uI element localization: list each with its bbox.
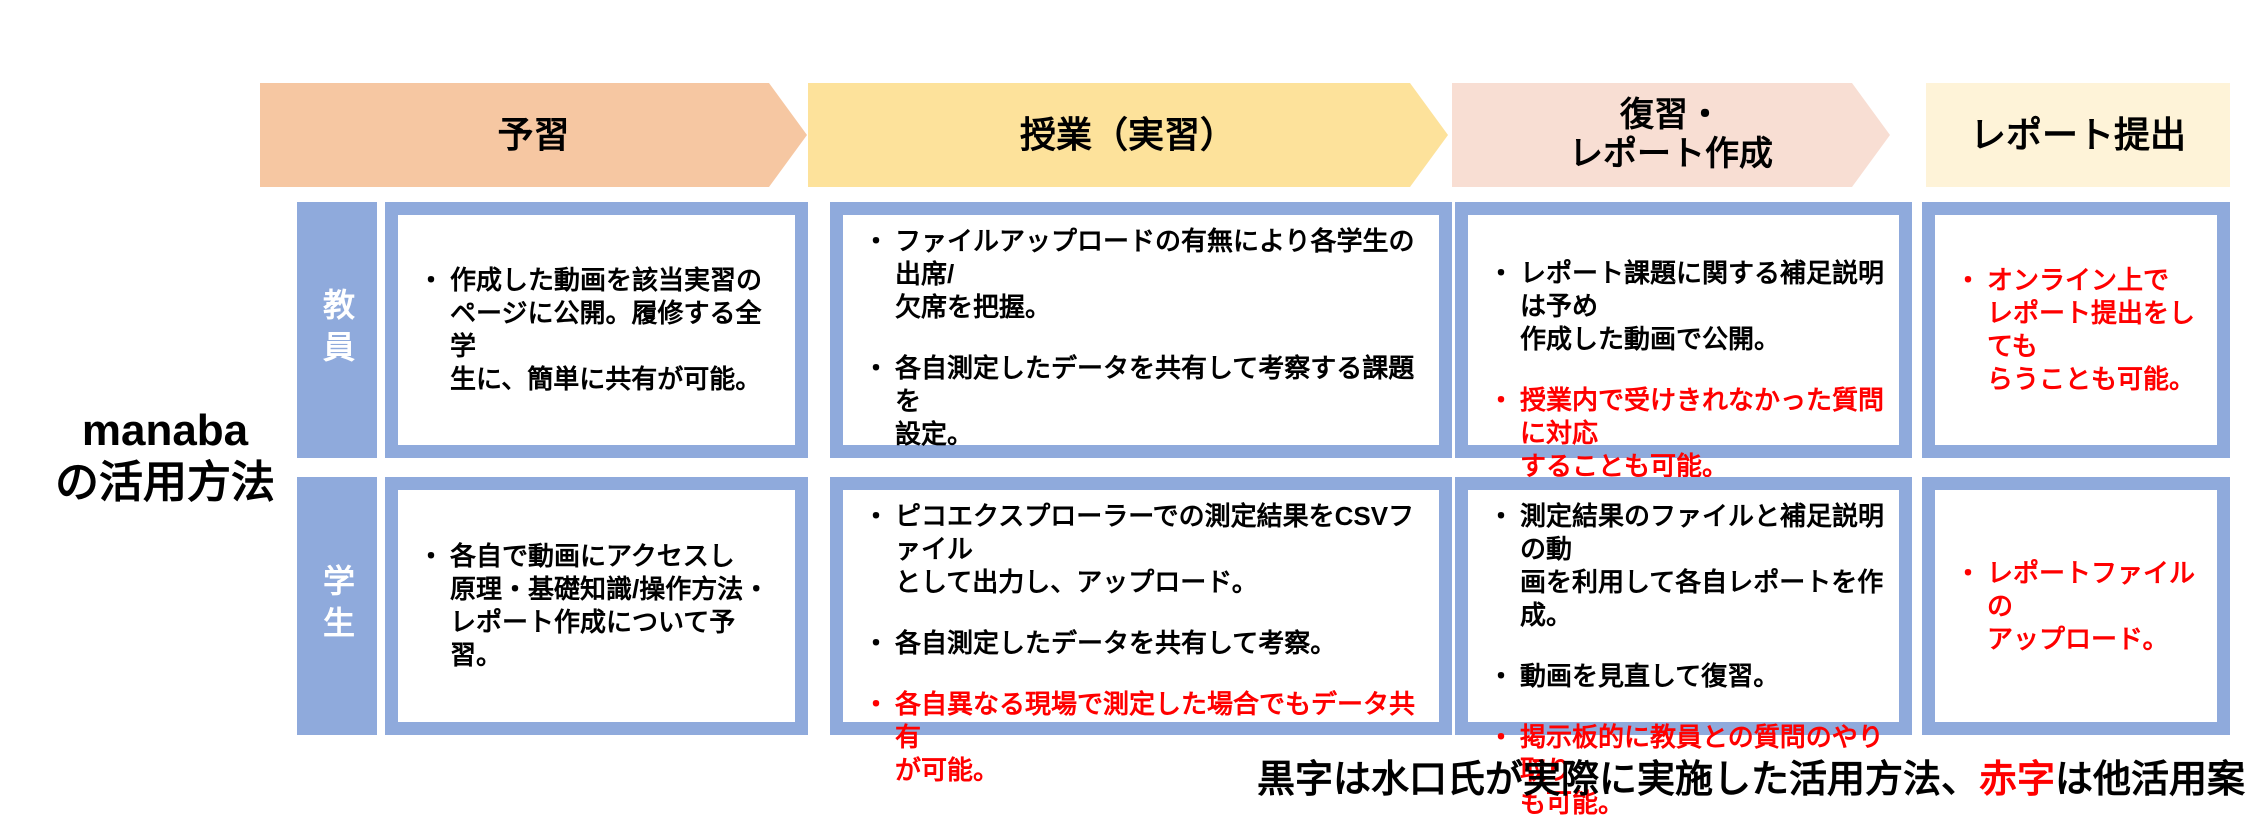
page-title-line1: manaba: [81, 406, 249, 455]
bullet-item: 各自で動画にアクセスし 原理・基礎知識/操作方法・ レポート作成について予習。: [418, 540, 787, 672]
legend-red-word: 赤字: [1978, 759, 2055, 801]
page-title-line2: の活用方法: [55, 457, 275, 507]
phase-label-report-submission: レポート提出: [1969, 114, 2186, 156]
legend-black-suffix: は他活用案: [2054, 759, 2245, 801]
cell-student-review-report: 測定結果のファイルと補足説明の動 画を利用して各自レポートを作成。 動画を見直し…: [1455, 477, 1912, 818]
cell-teacher-class-practice: ファイルアップロードの有無により各学生の出席/ 欠席を把握。 各自測定したデータ…: [830, 202, 1452, 543]
row-label-student-text: 学生: [319, 564, 355, 648]
phase-arrow-preparation: 予習: [260, 83, 807, 187]
bullet-item: 各自測定したデータを共有して考察。: [863, 627, 1431, 660]
bullet-item: 作成した動画を該当実習の ページに公開。履修する全学 生に、簡単に共有が可能。: [418, 264, 787, 396]
cell-student-class-practice: ピコエクスプローラーでの測定結果をCSVファイル として出力し、アップロード。 …: [830, 477, 1452, 785]
bullet-item: ピコエクスプローラーでの測定結果をCSVファイル として出力し、アップロード。: [863, 500, 1431, 599]
bullet-item: 測定結果のファイルと補足説明の動 画を利用して各自レポートを作成。: [1488, 500, 1891, 632]
bullet-item: レポート課題に関する補足説明は予め 作成した動画で公開。: [1488, 257, 1891, 356]
cell-teacher-review-report: レポート課題に関する補足説明は予め 作成した動画で公開。 授業内で受けきれなかっ…: [1455, 202, 1912, 481]
phase-box-report-submission: レポート提出: [1926, 83, 2230, 187]
bullet-item: 動画を見直して復習。: [1488, 660, 1891, 693]
cell-teacher-report-submission: オンライン上で レポート提出をしても らうことも可能。: [1922, 202, 2230, 458]
bullet-item: ファイルアップロードの有無により各学生の出席/ 欠席を把握。: [863, 225, 1431, 324]
row-label-teacher: 教員: [297, 202, 377, 458]
bullet-item: オンライン上で レポート提出をしても らうことも可能。: [1955, 264, 2209, 396]
legend-note: 黒字は水口氏が実際に実施した活用方法、赤字は他活用案: [1257, 748, 2245, 803]
page-title: manaba の活用方法: [30, 405, 300, 509]
bullet-item: レポートファイルの アップロード。: [1955, 557, 2209, 656]
legend-black-prefix: 黒字は水口氏が実際に実施した活用方法、: [1256, 759, 1979, 801]
phase-arrow-class-practice: 授業（実習）: [808, 83, 1448, 187]
cell-student-report-submission: レポートファイルの アップロード。: [1922, 477, 2230, 735]
phase-label-review-report: 復習・ レポート作成: [1569, 95, 1773, 173]
phase-label-class-practice: 授業（実習）: [1019, 114, 1236, 156]
bullet-item: 授業内で受けきれなかった質問に対応 することも可能。: [1488, 384, 1891, 483]
phase-arrow-review-report: 復習・ レポート作成: [1452, 83, 1890, 187]
bullet-item: 各自測定したデータを共有して考察する課題を 設定。: [863, 352, 1431, 451]
row-label-teacher-text: 教員: [319, 288, 355, 372]
bullet-item: 各自異なる現場で測定した場合でもデータ共有 が可能。: [863, 688, 1431, 787]
bullet-item: 掲示板的に教員との質問のやり取り も可能。: [1488, 721, 1891, 820]
cell-teacher-preparation: 作成した動画を該当実習の ページに公開。履修する全学 生に、簡単に共有が可能。: [385, 202, 808, 458]
cell-student-preparation: 各自で動画にアクセスし 原理・基礎知識/操作方法・ レポート作成について予習。: [385, 477, 808, 735]
row-label-student: 学生: [297, 477, 377, 735]
phase-label-preparation: 予習: [497, 114, 570, 156]
